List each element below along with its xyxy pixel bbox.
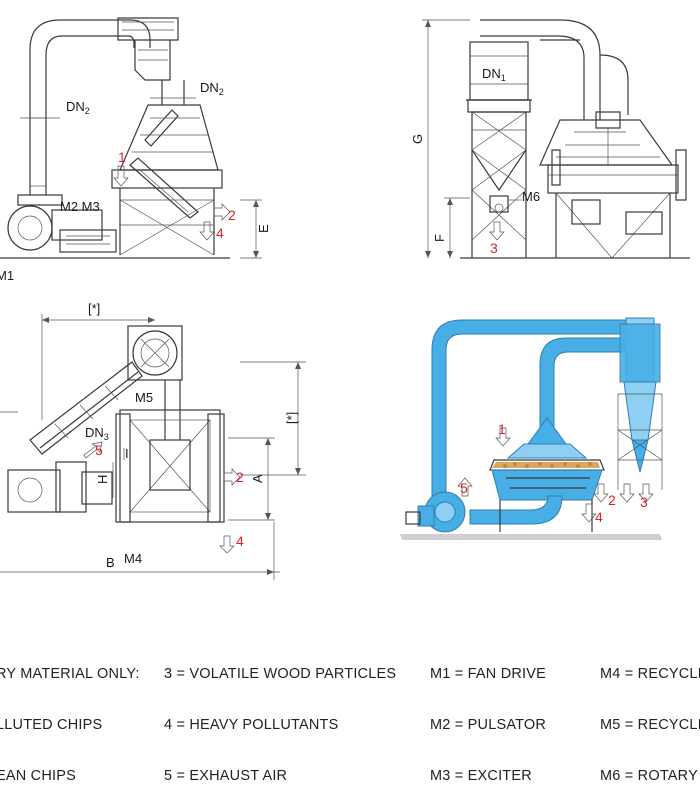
legend-column-4: M4 = RECYCLE M5 = RECYCLE M6 = ROTARY V	[600, 632, 700, 802]
legend-item: M5 = RECYCLE	[600, 717, 700, 733]
legend-item: LLUTED CHIPS	[0, 717, 103, 733]
machine-drawing-sheet: DN2 DN2 M2 M3 M1 E 1 2 4	[0, 17, 690, 580]
iso-outlet-marker-2: 2	[608, 492, 616, 508]
legend-item: M1 = FAN DRIVE	[430, 666, 547, 682]
exhaust-marker-5: 5	[95, 442, 103, 458]
f-dimension-label: F	[432, 234, 447, 242]
e-dimension-label: E	[256, 224, 271, 233]
outlet-marker-3: 3	[490, 240, 498, 256]
m6-label: M6	[522, 189, 540, 204]
side-view-drawing	[0, 17, 262, 259]
legend-item: 5 = EXHAUST AIR	[164, 768, 288, 784]
legend-item: M4 = RECYCLE	[600, 666, 700, 682]
legend-column-3: M1 = FAN DRIVE M2 = PULSATOR M3 = EXCITE…	[430, 632, 546, 802]
iso-outlet-marker-3: 3	[640, 494, 648, 510]
plan-view-drawing	[0, 314, 306, 580]
iso-exhaust-marker-5: 5	[460, 480, 468, 496]
isometric-view	[400, 317, 663, 540]
outlet-marker-4: 4	[216, 225, 224, 241]
dn3-label: DN3	[85, 425, 109, 442]
inlet-marker-1: 1	[118, 149, 126, 165]
dn2-top-label: DN2	[200, 80, 224, 97]
dn2-duct-label: DN2	[66, 99, 90, 116]
dn1-label: DN1	[482, 66, 506, 83]
outlet-marker-4: 4	[236, 533, 244, 549]
legend-item: RY MATERIAL ONLY:	[0, 666, 140, 682]
legend-item: M2 = PULSATOR	[430, 717, 547, 733]
outlet-marker-2: 2	[228, 207, 236, 223]
m2-m3-label: M2 M3	[60, 199, 100, 214]
iso-inlet-marker-1: 1	[498, 421, 506, 437]
legend-item: M6 = ROTARY V	[600, 768, 698, 784]
legend-item: 4 = HEAVY POLLUTANTS	[164, 717, 339, 733]
front-view-drawing	[422, 19, 690, 259]
iso-outlet-marker-4: 4	[595, 509, 603, 525]
m5-label: M5	[135, 390, 153, 405]
h-dimension-label: H	[95, 475, 110, 484]
legend-item: 3 = VOLATILE WOOD PARTICLES	[164, 666, 397, 682]
m4-label: M4	[124, 551, 142, 566]
outlet-marker-2: 2	[236, 469, 244, 485]
legend-column-1: RY MATERIAL ONLY: LLUTED CHIPS EAN CHIPS	[0, 632, 140, 802]
legend-item: M3 = EXCITER	[430, 768, 532, 784]
i-dimension-label: I	[125, 446, 129, 461]
legend-column-2: 3 = VOLATILE WOOD PARTICLES 4 = HEAVY PO…	[164, 632, 396, 802]
legend-item: EAN CHIPS	[0, 768, 76, 784]
star-right-dim-label: [*]	[284, 412, 299, 424]
star-top-dim-label: [*]	[88, 301, 100, 316]
a-dimension-label: A	[250, 474, 265, 483]
m1-label: M1	[0, 268, 14, 283]
b-dimension-label: B	[106, 555, 115, 570]
g-dimension-label: G	[410, 134, 425, 144]
